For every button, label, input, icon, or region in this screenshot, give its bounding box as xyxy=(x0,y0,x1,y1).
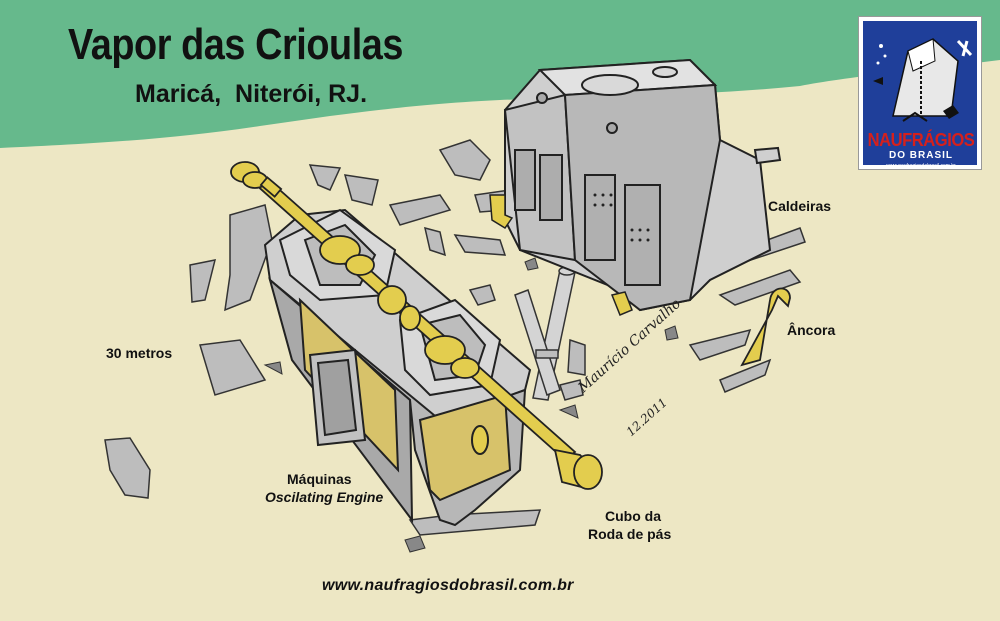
shipwreck-icon xyxy=(873,38,973,122)
logo-background xyxy=(863,21,977,165)
label-caldeiras: Caldeiras xyxy=(768,198,832,214)
scattered-debris xyxy=(104,139,806,536)
paddle-shaft xyxy=(230,161,603,490)
loose-pipes xyxy=(514,266,576,401)
page-title: Vapor das Crioulas xyxy=(68,20,404,69)
label-cubo-line2: Roda de pás xyxy=(588,526,672,542)
logo-name-text: NAUFRÁGIOS xyxy=(867,130,975,150)
sea-band xyxy=(0,0,1000,148)
location-subtitle: Maricá, Niterói, RJ. xyxy=(135,80,368,108)
fish-and-coral-marks xyxy=(263,257,679,553)
label-cubo-line1: Cubo da xyxy=(605,508,661,524)
logo-url-text: www.naufragiosdobrasil.com.br xyxy=(886,163,956,169)
footer-url[interactable]: www.naufragiosdobrasil.com.br xyxy=(322,577,574,594)
logo-sub-text: DO BRASIL xyxy=(889,150,953,161)
anchor-shape xyxy=(740,287,791,367)
naufragios-logo[interactable]: NAUFRÁGIOS DO BRASIL www.naufragiosdobra… xyxy=(858,16,982,170)
boiler-brass-fittings xyxy=(489,194,633,316)
boiler xyxy=(503,58,782,312)
label-oscilating-engine: Oscilating Engine xyxy=(265,489,384,505)
boiler-rivets xyxy=(593,193,650,242)
label-ancora: Âncora xyxy=(787,322,836,338)
label-depth: 30 metros xyxy=(106,345,173,361)
label-maquinas: Máquinas xyxy=(287,471,352,487)
